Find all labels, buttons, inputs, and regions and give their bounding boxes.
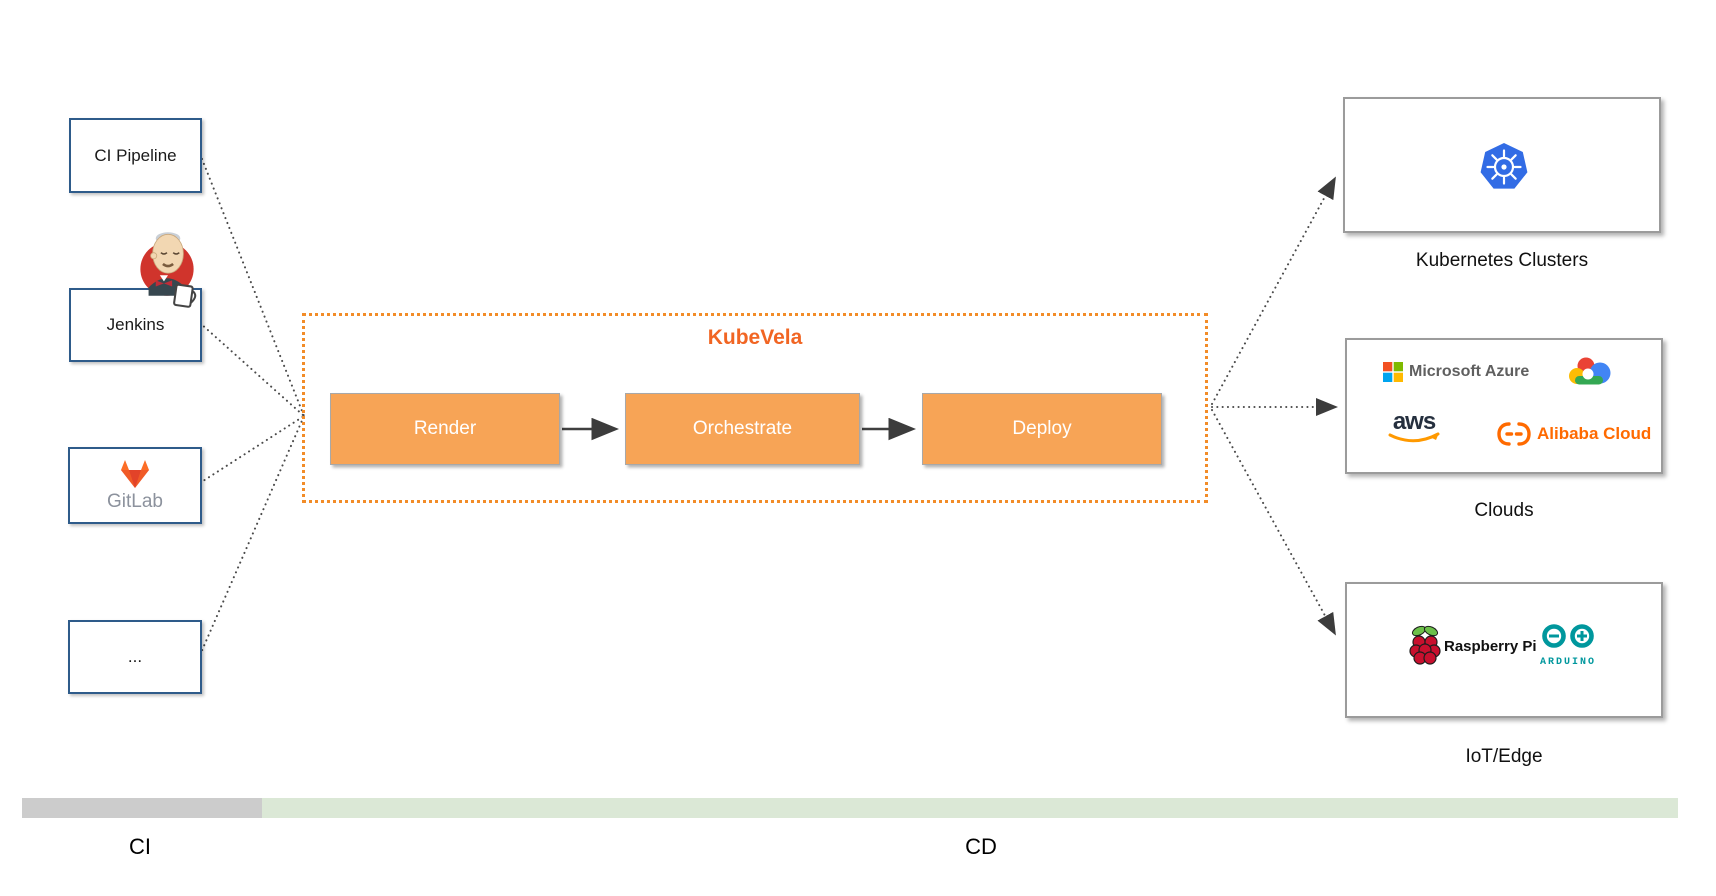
source-box-more: ... [68,620,202,694]
ci-pipeline-label: CI Pipeline [94,145,177,165]
jenkins-butler-icon [140,232,197,308]
wire-gitlab-to-kubevela [199,415,305,484]
target-box-clouds: Microsoft Azure aws [1345,338,1663,474]
raspberry-pi-logo: Raspberry Pi [1409,624,1537,668]
ci-bar [22,798,262,818]
kubernetes-caption: Kubernetes Clusters [1415,250,1589,271]
jenkins-label: Jenkins [106,315,165,334]
aws-smile-icon [1388,432,1440,443]
deploy-label: Deploy [1012,418,1072,439]
target-box-iot: Raspberry Pi ARDUINO [1345,582,1663,718]
alibaba-label: Alibaba Cloud [1537,424,1652,443]
wire-more-to-kubevela [199,415,305,656]
kubevela-container [302,313,1208,503]
kubernetes-helm-icon [1480,143,1528,189]
wire-kubevela-to-iot [1211,409,1336,636]
raspberry-pi-icon [1409,625,1441,665]
arduino-infinity-icon [1542,624,1594,648]
azure-logo: Microsoft Azure [1383,362,1529,382]
target-box-kubernetes [1343,97,1661,233]
azure-label: Microsoft Azure [1409,363,1530,380]
gitlab-label: GitLab [107,490,163,512]
arduino-label: ARDUINO [1539,657,1596,668]
aws-label: aws [1392,408,1436,435]
ci-label: CI [129,834,151,859]
render-label: Render [413,418,477,439]
orchestrate-label: Orchestrate [692,418,793,439]
alibaba-cloud-icon [1497,422,1531,446]
aws-logo: aws [1387,408,1441,445]
cd-label: CD [965,834,997,859]
step-box-orchestrate: Orchestrate [625,393,860,465]
clouds-caption: Clouds [1474,500,1534,521]
wire-jenkins-to-kubevela [199,322,305,417]
microsoft-azure-icon [1383,362,1403,382]
source-box-ci-pipeline: CI Pipeline [69,118,202,193]
kubevela-title: KubeVela [707,326,803,349]
step-box-render: Render [330,393,560,465]
google-cloud-logo [1567,354,1613,388]
iot-caption: IoT/Edge [1465,746,1543,767]
google-cloud-icon [1569,357,1611,385]
gitlab-tanuki-icon [121,459,149,488]
alibaba-logo: Alibaba Cloud [1497,422,1651,446]
wire-ci-pipeline-to-kubevela [199,153,305,417]
more-sources-label: ... [127,647,143,666]
arduino-logo: ARDUINO [1539,622,1597,668]
cd-bar [262,798,1678,818]
wire-kubevela-to-kubernetes [1211,176,1336,405]
source-box-gitlab: GitLab [68,447,202,524]
step-box-deploy: Deploy [922,393,1162,465]
raspberry-pi-label: Raspberry Pi [1444,637,1537,655]
